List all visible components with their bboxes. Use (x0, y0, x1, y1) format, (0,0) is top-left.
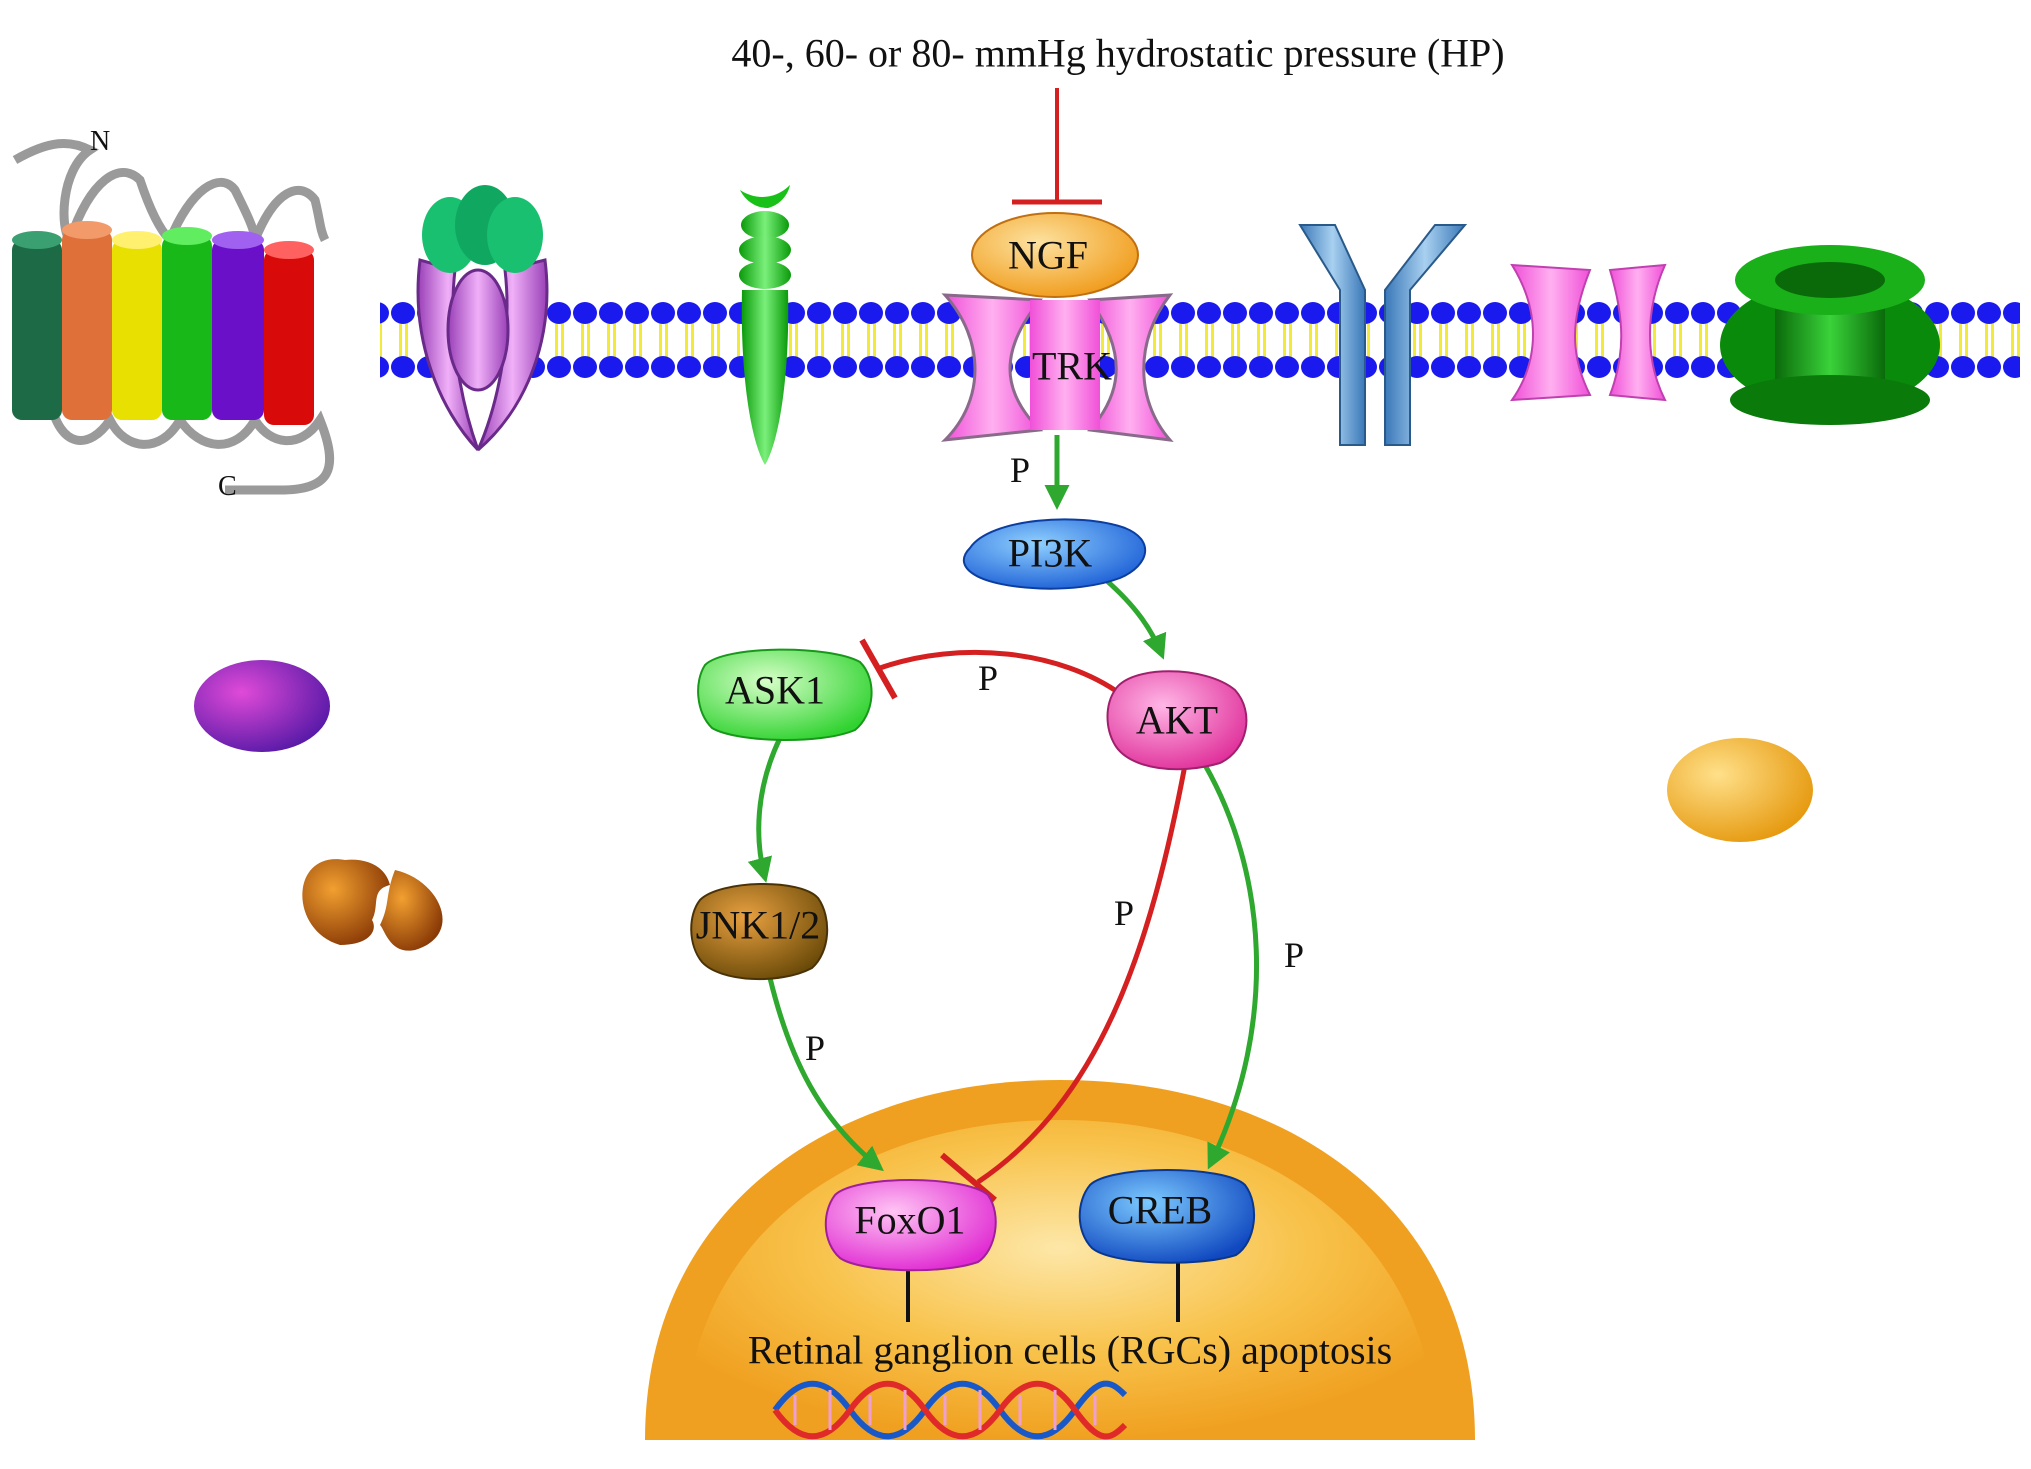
trk-receptor: TRK (940, 293, 1174, 442)
ask1-label: ASK1 (725, 668, 825, 713)
dna-helix-icon (772, 1380, 1128, 1440)
edge-pi3k-akt (1098, 573, 1167, 660)
foxo1-node: FoxO1 (824, 1179, 997, 1272)
phospho-label-jnk-foxo1: P (805, 1028, 825, 1068)
trk-label: TRK (1032, 344, 1112, 389)
creb-node: CREB (1078, 1169, 1256, 1264)
nucleus (645, 1080, 1475, 1440)
gpcr-c-terminal-label: C (218, 471, 237, 502)
stimulus-label: 40-, 60- or 80- mmHg hydrostatic pressur… (731, 31, 1504, 76)
stimulus-inhibition-arrow (1012, 88, 1102, 205)
ion-channel (416, 185, 549, 452)
phospho-label-akt-ask1: P (978, 658, 998, 698)
ask1-node: ASK1 (697, 648, 873, 741)
phospho-label-akt-foxo1: P (1114, 893, 1134, 933)
edge-ask1-jnk (747, 736, 783, 883)
purple-protein-blob (194, 660, 330, 752)
pi3k-label: PI3K (1008, 531, 1093, 576)
pore-complex (1720, 245, 1940, 425)
gpcr-n-terminal-label: N (90, 126, 110, 157)
ngf-label: NGF (1008, 233, 1088, 278)
akt-node: AKT (1106, 670, 1248, 771)
foxo1-label: FoxO1 (854, 1198, 965, 1243)
akt-label: AKT (1136, 698, 1218, 743)
outcome-label: Retinal ganglion cells (RGCs) apoptosis (748, 1328, 1392, 1373)
edge-akt-creb (1202, 763, 1259, 1170)
ngf-node: NGF (971, 212, 1139, 298)
phospho-label-trk-pi3k: P (1010, 450, 1030, 490)
transmembrane-rod-protein (739, 185, 791, 465)
brown-split-protein-blob (302, 859, 443, 951)
pink-channel (1509, 263, 1667, 402)
jnk-node: JNK1/2 (690, 883, 829, 981)
gpcr-receptor: N C (12, 126, 335, 502)
phospho-label-akt-creb: P (1284, 935, 1304, 975)
orange-protein-blob (1667, 738, 1813, 842)
edge-akt-inhibits-ask1 (859, 638, 1124, 700)
edge-jnk-foxo1 (767, 977, 884, 1172)
pi3k-node: PI3K (962, 518, 1146, 590)
y-shaped-receptor (1298, 224, 1468, 446)
jnk-label: JNK1/2 (696, 903, 820, 948)
creb-label: CREB (1108, 1188, 1212, 1233)
pathway-edges (747, 435, 1259, 1322)
